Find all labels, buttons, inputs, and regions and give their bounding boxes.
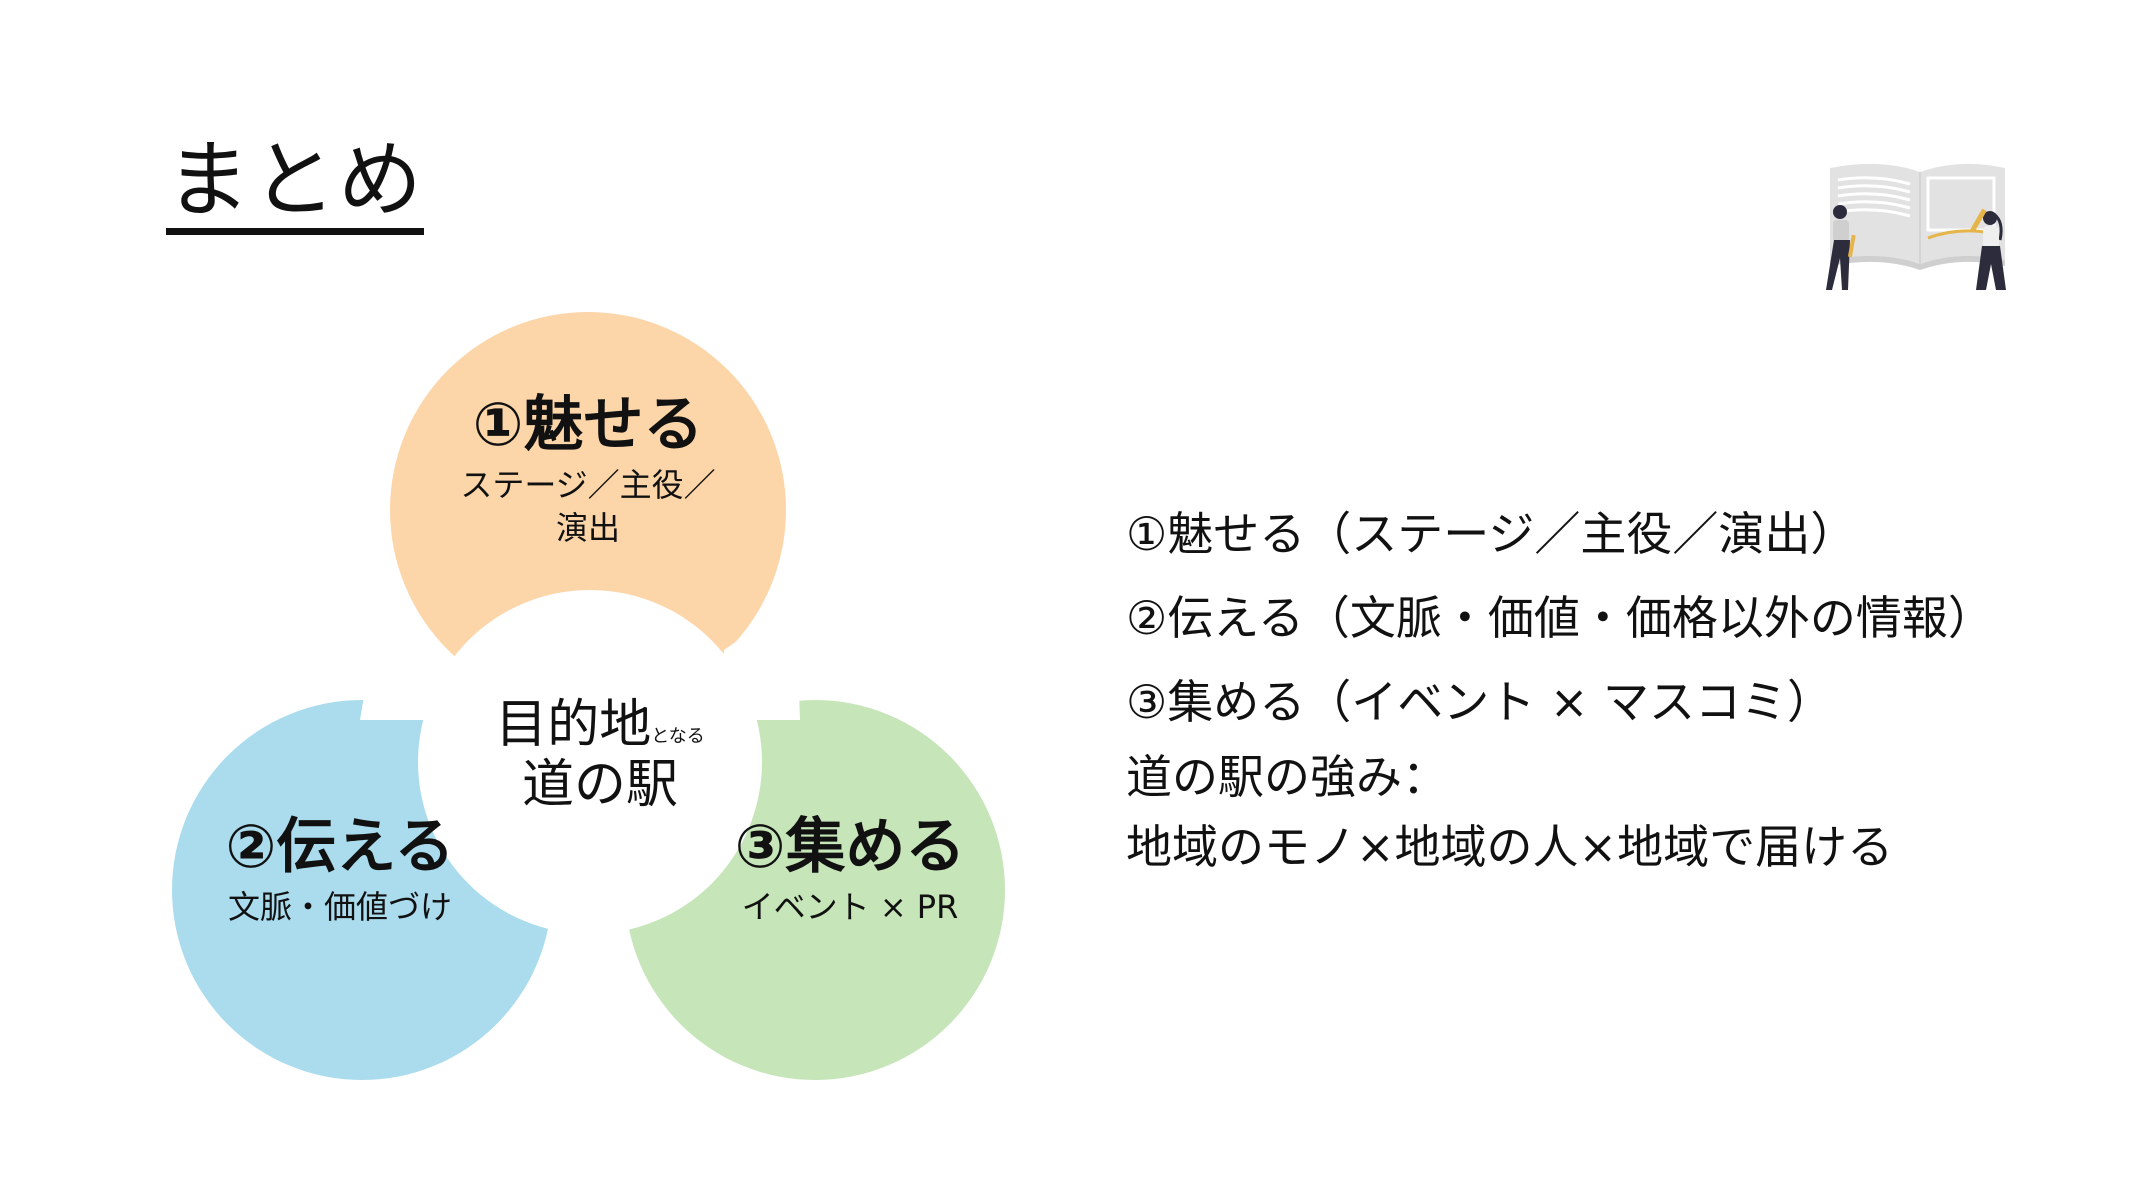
- strength-text: 地域のモノ×地域の人×地域で届ける: [1126, 820, 1894, 874]
- summary-item-3: ③集める（イベント × マスコミ）: [1126, 675, 1834, 729]
- summary-list: ①魅せる（ステージ／主役／演出） ②伝える（文脈・価値・価格以外の情報） ③集め…: [1126, 492, 1994, 882]
- circle-miseru: [390, 312, 786, 708]
- strength-label: 道の駅の強み：: [1126, 750, 1448, 804]
- three-circle-diagram: ①魅せる ステージ／主役／ 演出 ②伝える 文脈・価値づけ ③集める イベント …: [172, 312, 1005, 1080]
- circle-tsutaeru-sub: 文脈・価値づけ: [227, 888, 452, 926]
- summary-item-1: ①魅せる（ステージ／主役／演出）: [1126, 507, 1857, 561]
- circle-atsumeru-title: ③集める: [734, 812, 966, 882]
- center-line1-main: 目的地: [495, 695, 652, 755]
- center-label: 目的地となる 道の駅: [470, 695, 730, 816]
- strength-block: 道の駅の強み： 地域のモノ×地域の人×地域で届ける: [1126, 742, 1994, 882]
- slide-title: まとめ: [166, 138, 425, 235]
- summary-item-2: ②伝える（文脈・価値・価格以外の情報）: [1126, 591, 1994, 645]
- center-line2: 道の駅: [521, 754, 678, 815]
- diagram-shapes: [172, 312, 1005, 1080]
- circle-atsumeru-label: ③集める イベント × PR: [700, 814, 1000, 929]
- circle-miseru-label: ①魅せる ステージ／主役／ 演出: [428, 392, 748, 550]
- circle-atsumeru-sub: イベント × PR: [741, 888, 959, 926]
- circle-tsutaeru-label: ②伝える 文脈・価値づけ: [190, 814, 490, 929]
- circle-miseru-sub-2: 演出: [555, 509, 620, 548]
- circle-miseru-sub-1: ステージ／主役／: [460, 466, 716, 504]
- center-circle: [418, 590, 762, 934]
- circle-tsutaeru-title: ②伝える: [225, 812, 455, 882]
- center-line1-small: となる: [651, 726, 705, 747]
- circle-miseru-title: ①魅せる: [472, 390, 704, 460]
- open-book-illustration-icon: [1800, 140, 2020, 300]
